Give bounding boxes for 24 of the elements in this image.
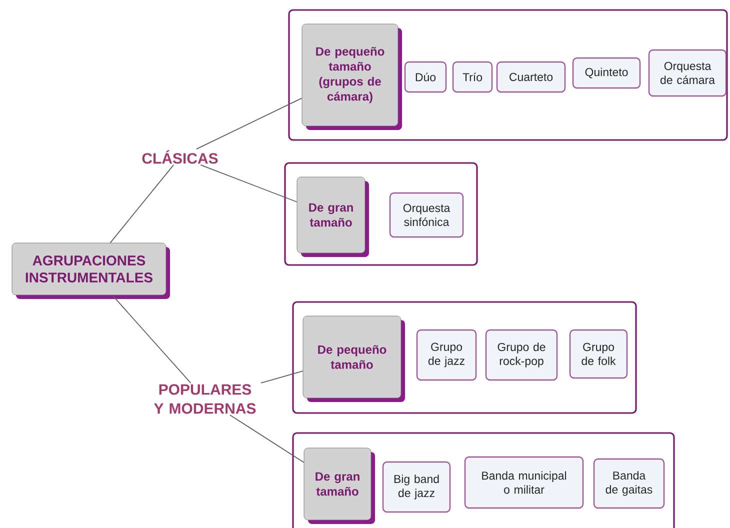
ensemble-box: Grupo de jazz (416, 329, 477, 381)
size-box: De gran tamaño (304, 448, 375, 524)
ensemble-box: Trío (452, 61, 493, 93)
connector-line (112, 294, 192, 384)
category-label: CLÁSICAS (142, 150, 218, 164)
ensemble-box: Grupo de folk (569, 329, 628, 379)
size-box: De gran tamaño (296, 176, 369, 257)
category-label: POPULARES Y MODERNAS (154, 384, 256, 414)
size-box: De pequeño tamaño (302, 316, 405, 402)
connector-line (200, 164, 298, 202)
connector-line (110, 164, 174, 244)
ensemble-box: Orquesta de cámara (648, 49, 727, 97)
ensemble-box: Banda municipal o militar (464, 456, 584, 509)
size-box: De pequeño tamaño (grupos de cámara) (302, 24, 402, 130)
ensemble-box: Orquesta sinfónica (389, 192, 464, 238)
ensemble-box: Quinteto (572, 57, 641, 89)
connector-line (196, 98, 302, 150)
ensemble-box: Dúo (404, 61, 447, 93)
ensemble-box: Banda de gaitas (593, 458, 665, 509)
title-box: AGRUPACIONES INSTRUMENTALES (12, 242, 170, 299)
connector-line (260, 370, 304, 384)
ensemble-box: Grupo de rock-pop (485, 329, 558, 381)
ensemble-box: Big band de jazz (382, 461, 451, 513)
ensemble-box: Cuarteto (496, 61, 566, 93)
